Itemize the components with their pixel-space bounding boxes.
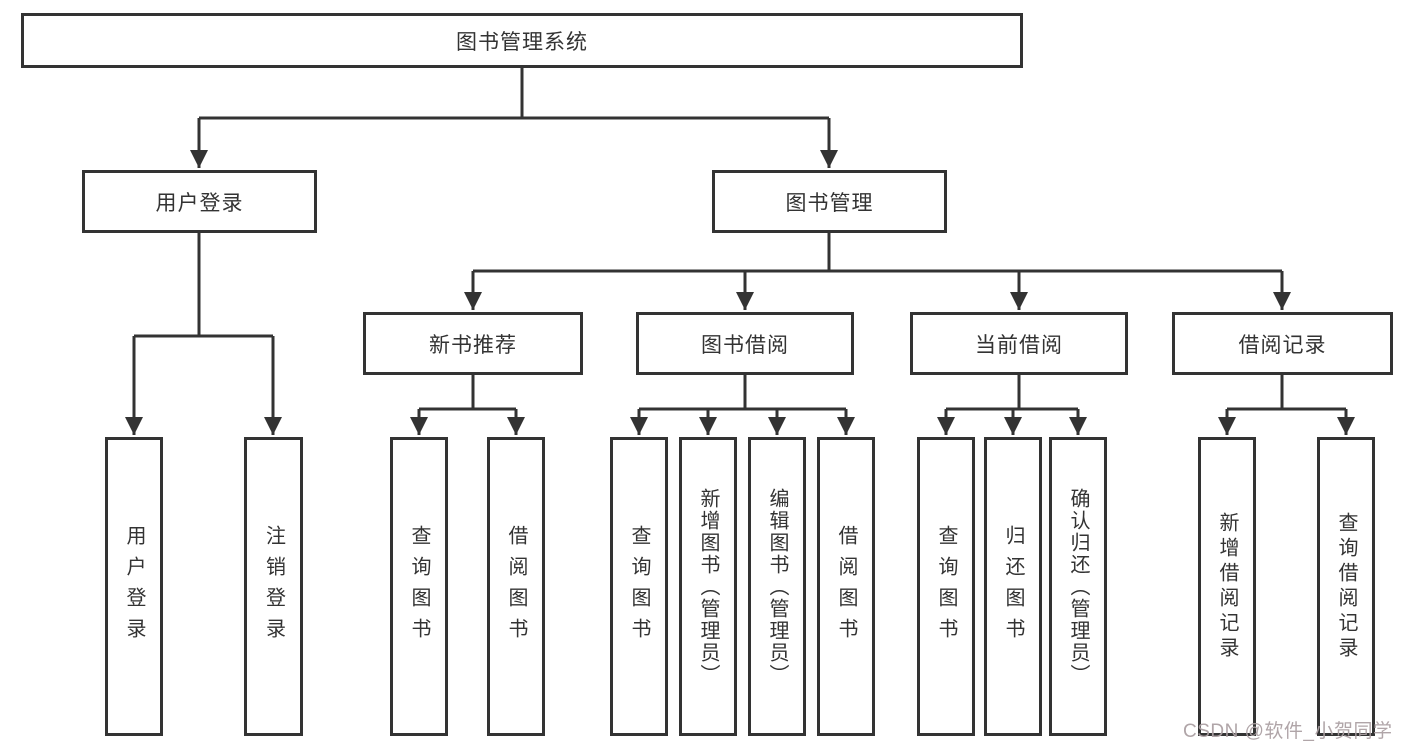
leaf-borrow-books-2: 借阅图书 — [817, 437, 875, 736]
leaf-confirm-return-admin: 确认归还（管理员） — [1049, 437, 1107, 736]
node-borrow-records: 借阅记录 — [1172, 312, 1393, 375]
leaf-query-books-1: 查询图书 — [390, 437, 448, 736]
leaf-query-borrow-record: 查询借阅记录 — [1317, 437, 1375, 736]
leaf-edit-book-admin: 编辑图书（管理员） — [748, 437, 806, 736]
leaf-add-book-admin: 新增图书（管理员） — [679, 437, 737, 736]
leaf-logout: 注销登录 — [244, 437, 303, 736]
leaf-query-books-3: 查询图书 — [917, 437, 975, 736]
node-book-management: 图书管理 — [712, 170, 947, 233]
node-new-book-recommend: 新书推荐 — [363, 312, 583, 375]
node-current-borrow: 当前借阅 — [910, 312, 1128, 375]
leaf-borrow-books-1: 借阅图书 — [487, 437, 545, 736]
node-book-borrow: 图书借阅 — [636, 312, 854, 375]
node-user-login: 用户登录 — [82, 170, 317, 233]
csdn-watermark: CSDN @软件_小贺同学 — [1183, 721, 1393, 742]
leaf-query-books-2: 查询图书 — [610, 437, 668, 736]
leaf-add-borrow-record: 新增借阅记录 — [1198, 437, 1256, 736]
leaf-return-book: 归还图书 — [984, 437, 1042, 736]
node-library-system: 图书管理系统 — [21, 13, 1023, 68]
leaf-user-login: 用户登录 — [105, 437, 163, 736]
